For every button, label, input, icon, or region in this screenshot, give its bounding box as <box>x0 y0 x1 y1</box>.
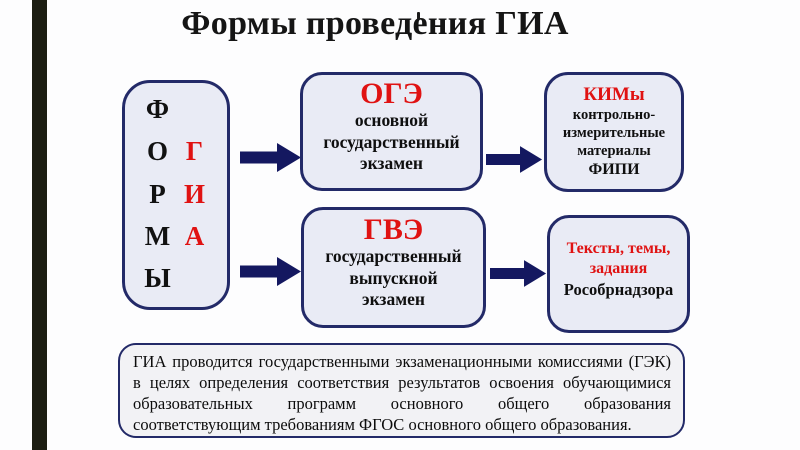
letter-row: М А <box>125 220 227 251</box>
kim-line: материалы <box>577 143 651 159</box>
gve-line: экзамен <box>362 289 425 309</box>
arrow-right-icon <box>486 146 543 173</box>
letter-black: Ф <box>145 94 170 124</box>
description-box: ГИА проводится государственными экзамена… <box>118 343 685 438</box>
gve-box: ГВЭ государственный выпускной экзамен <box>301 207 486 328</box>
kim-title: КИМы <box>583 84 645 105</box>
letter-black: М <box>144 220 171 251</box>
letter-black: Р <box>149 178 166 209</box>
letter-red <box>176 265 213 292</box>
kim-box: КИМы контрольно- измерительные материалы… <box>544 72 684 192</box>
texts-source: Рособрнадзора <box>563 280 674 299</box>
letter-row: Ф <box>125 96 227 123</box>
arrow-right-icon <box>240 143 301 172</box>
letter-black: Ы <box>144 263 171 293</box>
texts-line: Тексты, темы, <box>566 240 671 257</box>
letter-row: Ы <box>125 265 227 292</box>
stress-mark-decoration <box>417 12 420 20</box>
arrow-right-icon <box>490 260 547 287</box>
oge-line: основной <box>354 110 429 130</box>
letter-row: Р И <box>125 178 227 209</box>
texts-box: Тексты, темы, задания Рособрнадзора <box>547 215 690 333</box>
kim-line: измерительные <box>562 125 666 141</box>
oge-line: экзамен <box>360 153 423 173</box>
oge-line: государственный <box>323 131 460 152</box>
gve-line: выпускной <box>349 267 438 288</box>
kim-source: ФИПИ <box>588 161 640 178</box>
letter-red: Г <box>185 136 204 167</box>
kim-line: контрольно- <box>572 107 656 123</box>
texts-line: задания <box>589 260 648 277</box>
letter-red: И <box>183 178 205 209</box>
oge-box: ОГЭ основной государственный экзамен <box>300 72 483 191</box>
forms-gia-box: Ф О Г Р И М А Ы <box>122 80 230 310</box>
letter-red: А <box>184 220 205 251</box>
gve-abbreviation: ГВЭ <box>363 213 424 246</box>
oge-abbreviation: ОГЭ <box>360 77 423 110</box>
letter-red <box>176 96 213 123</box>
slide-title: Формы проведения ГИА <box>181 5 569 42</box>
arrow-right-icon <box>240 257 301 286</box>
gve-line: государственный <box>325 246 462 266</box>
left-accent-bar <box>32 0 47 450</box>
letter-black: О <box>146 136 168 167</box>
letter-row: О Г <box>125 138 227 165</box>
description-text: ГИА проводится государственными экзамена… <box>133 352 671 434</box>
